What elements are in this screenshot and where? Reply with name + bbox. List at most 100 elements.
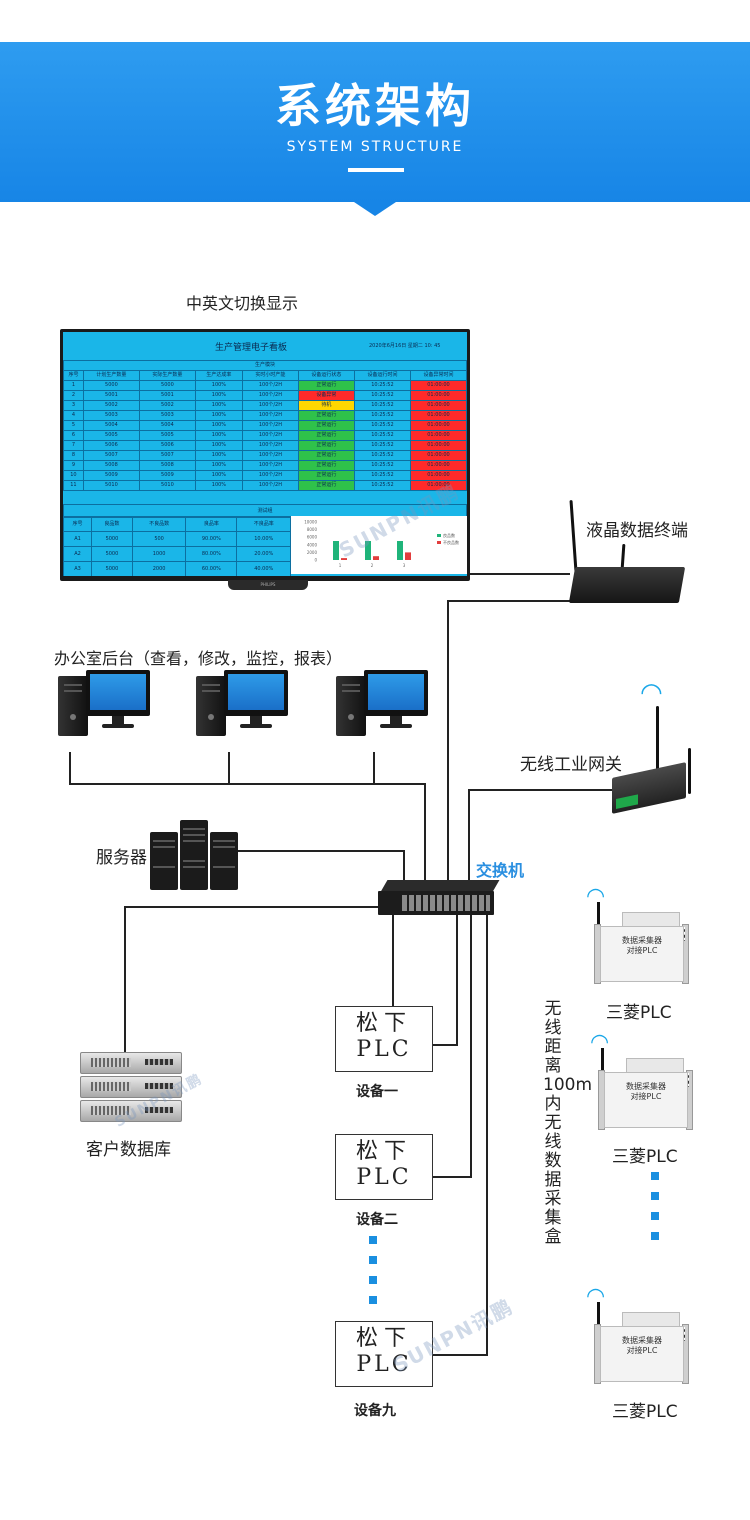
table-cell: 10:25:52 [353, 400, 411, 411]
database-label: 客户数据库 [86, 1140, 171, 1160]
server-icon [150, 820, 240, 894]
table-cell: 2000 [131, 561, 187, 576]
table-cell: 01:00:00 [409, 380, 467, 391]
wire-office-h [69, 783, 426, 785]
gateway-wifi-icon: ◠ [640, 678, 663, 708]
table-cell: 5002 [138, 400, 196, 411]
pc-tower [58, 676, 88, 736]
collector-line2: 对接PLC [626, 1346, 658, 1355]
plc-type: PLC [356, 1352, 412, 1377]
chart-axis-label: 6000 [307, 535, 318, 540]
plc-device-9: 松下 PLC [335, 1321, 433, 1387]
table-cell: 01:00:00 [409, 390, 467, 401]
table-cell: 5000 [91, 561, 133, 576]
table-cell: 正常运行 [297, 460, 355, 471]
table-header-cell: 生产达成率 [194, 370, 243, 381]
table-cell: 10:25:52 [353, 390, 411, 401]
office-pc-3 [336, 670, 428, 736]
table-cell: 100个/2H [241, 420, 299, 431]
dashboard-tv: 生产管理电子看板 2020年6月16日 星期二 10: 45 生产模块 序号计划… [60, 329, 470, 581]
table-cell: 01:00:00 [409, 440, 467, 451]
table-cell: 5000 [138, 380, 196, 391]
wifi-icon: ◠ [590, 1030, 610, 1055]
table-cell: 9 [63, 460, 84, 471]
screen-title: 生产管理电子看板 [215, 343, 288, 353]
table-cell: 正常运行 [297, 480, 355, 491]
table-cell: 5010 [138, 480, 196, 491]
chart-bar-bad [341, 558, 347, 560]
collector-1-label: 三菱PLC [606, 1003, 672, 1023]
wire-dev1-h [432, 1044, 458, 1046]
chart-legend-label: 不良品数 [443, 539, 459, 545]
table-cell: 10:25:52 [353, 470, 411, 481]
wire-office-1 [69, 752, 71, 785]
table-header-cell: 序号 [63, 370, 84, 381]
table-cell: 2 [63, 390, 84, 401]
table-cell: 5008 [82, 460, 140, 471]
table-cell: 100个/2H [241, 480, 299, 491]
gateway-antenna-left [656, 706, 659, 770]
collector-2: ◠ 数据采集器对接PLC [590, 1032, 698, 1140]
wifi-icon: ◠ [586, 1284, 606, 1309]
plc-brand: 松下 [355, 1011, 412, 1036]
collector-3-label: 三菱PLC [612, 1402, 678, 1422]
table-header-cell: 实际生产数量 [138, 370, 196, 381]
collector-line2: 对接PLC [626, 946, 658, 955]
table-cell: 5000 [91, 546, 133, 562]
plc-brand: 松下 [355, 1139, 412, 1164]
chart-bar-good [365, 541, 371, 560]
table-cell: 90.00% [185, 531, 238, 547]
wireless-gateway-device [612, 762, 686, 814]
table-cell: 100个/2H [241, 470, 299, 481]
table-cell: 5010 [82, 480, 140, 491]
table-cell: 6 [63, 430, 84, 441]
wire-office-3 [373, 752, 375, 785]
tv-brand: PHILIPS [260, 582, 276, 587]
collector-2-label: 三菱PLC [612, 1147, 678, 1167]
office-pc-2 [196, 670, 288, 736]
table-cell: 5009 [138, 470, 196, 481]
table-cell: 40.00% [236, 561, 291, 576]
chart-bar-good [397, 541, 403, 560]
table-cell: 01:00:00 [409, 420, 467, 431]
table-cell: 5000 [91, 531, 133, 547]
table-cell: A2 [63, 546, 93, 562]
table-cell: 4 [63, 410, 84, 421]
device-9-label: 设备九 [354, 1403, 396, 1419]
device-1-label: 设备一 [356, 1084, 398, 1100]
table-cell: 20.00% [236, 546, 291, 562]
table-cell: 100个/2H [241, 400, 299, 411]
table-cell: 5006 [138, 440, 196, 451]
title-underline [348, 168, 404, 172]
table-cell: 8 [63, 450, 84, 461]
wire-server-h [237, 850, 405, 852]
table-header-cell: 不良品率 [236, 516, 291, 532]
device-2-label: 设备二 [356, 1212, 398, 1228]
gateway-antenna-right [688, 748, 691, 794]
pc-monitor [364, 670, 428, 728]
pc-monitor [86, 670, 150, 728]
collector-1: ◠ 数据采集器对接PLC [586, 886, 694, 994]
table-header-cell: 计划生产数量 [82, 370, 140, 381]
table-cell: 5004 [138, 420, 196, 431]
gateway-label: 无线工业网关 [520, 755, 622, 775]
table-cell: 01:00:00 [409, 450, 467, 461]
table-cell: 5004 [82, 420, 140, 431]
chart-axis-label: 10000 [304, 520, 317, 525]
tv-stand: PHILIPS [228, 580, 308, 590]
table-cell: 正常运行 [297, 440, 355, 451]
table-cell: 5009 [82, 470, 140, 481]
table-cell: 100% [194, 480, 243, 491]
wireless-range-label: 无线距离100m内无线数据采集盒 [543, 999, 593, 1247]
table-cell: 100个/2H [241, 390, 299, 401]
table-cell: 10:25:52 [353, 480, 411, 491]
table-cell: 01:00:00 [409, 430, 467, 441]
wire-dev9-v [486, 914, 488, 1356]
